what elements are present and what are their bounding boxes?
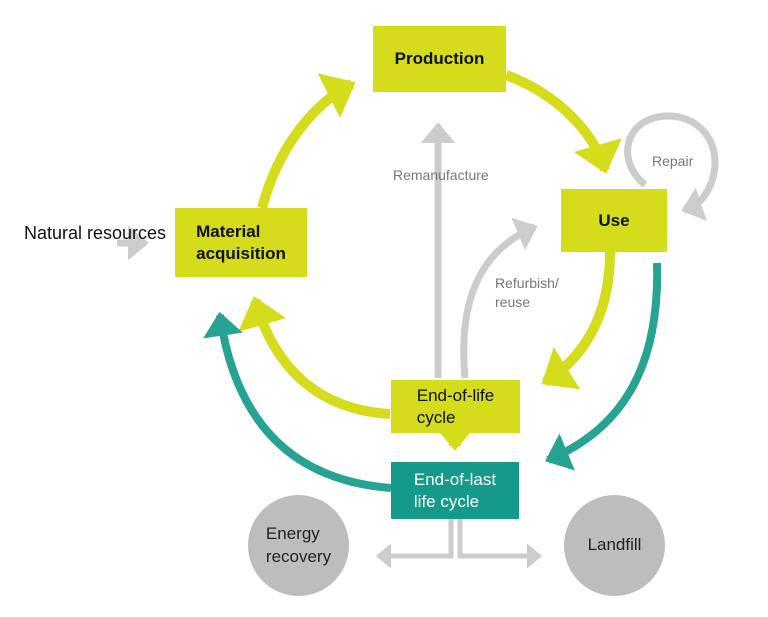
node-end-of-life[interactable]: End-of-life cycle — [391, 380, 520, 433]
node-use[interactable]: Use — [561, 189, 667, 252]
node-production-label: Production — [394, 49, 485, 69]
node-energy-recovery-label: Energy recovery — [265, 524, 332, 566]
edge-repair-loop — [624, 112, 719, 221]
node-material-acquisition-label: Material acquisition — [196, 222, 286, 263]
node-production[interactable]: Production — [373, 26, 506, 92]
node-landfill[interactable]: Landfill — [564, 495, 665, 596]
node-energy-recovery[interactable]: Energy recovery — [248, 495, 349, 596]
edge-use-to-end-of-last — [545, 262, 662, 471]
edge-refurbish — [460, 217, 538, 379]
node-material-acquisition[interactable]: Material acquisition — [175, 208, 307, 277]
edge-to-energy-recovery — [375, 519, 454, 569]
edge-to-landfill — [457, 519, 543, 569]
flow-label-remanufacture: Remanufacture — [393, 167, 489, 183]
node-landfill-label: Landfill — [587, 535, 642, 555]
edge-end-of-last-to-material — [203, 311, 392, 492]
node-end-of-last-life-cycle[interactable]: End-of-last life cycle — [391, 462, 519, 519]
node-end-of-life-label: End-of-life cycle — [416, 386, 495, 427]
edge-use-to-end-of-life — [541, 251, 615, 390]
node-use-label: Use — [598, 210, 630, 230]
flow-label-repair: Repair — [652, 153, 694, 169]
natural-resources-label: Natural resources — [24, 223, 167, 243]
flow-label-refurbish-reuse: Refurbish/ reuse — [495, 275, 559, 310]
edge-material-to-production — [257, 73, 356, 210]
edge-end-of-life-to-material — [238, 296, 391, 419]
node-end-of-last-label: End-of-last life cycle — [413, 470, 497, 511]
edge-production-to-use — [504, 70, 622, 174]
